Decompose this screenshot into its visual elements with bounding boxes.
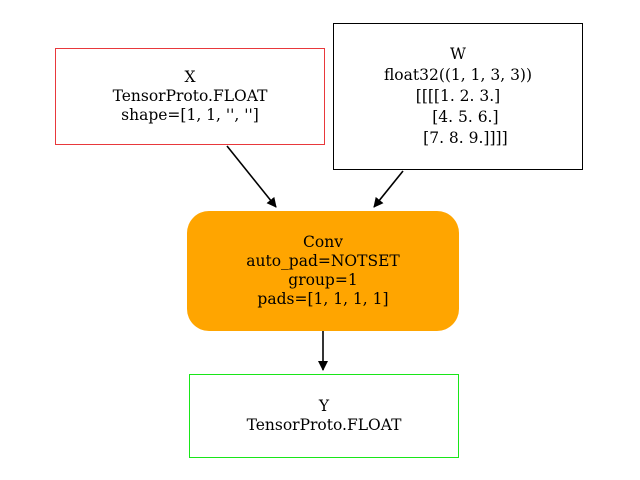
node-conv-group: group=1 <box>288 271 358 289</box>
node-conv-auto-pad: auto_pad=NOTSET <box>246 252 400 270</box>
node-x-type: TensorProto.FLOAT <box>112 87 268 105</box>
operator-node-conv: Conv auto_pad=NOTSET group=1 pads=[1, 1,… <box>187 211 459 331</box>
node-w-value-row-3: [7. 8. 9.]]]] <box>408 129 508 147</box>
node-conv-op: Conv <box>303 233 343 251</box>
node-y-type: TensorProto.FLOAT <box>246 416 402 434</box>
node-w-type: float32((1, 1, 3, 3)) <box>383 66 533 84</box>
node-conv-pads: pads=[1, 1, 1, 1] <box>257 290 389 308</box>
edge-x-to-conv <box>226 145 277 208</box>
node-x-shape: shape=[1, 1, '', ''] <box>121 106 259 124</box>
node-y-name: Y <box>318 397 330 415</box>
node-w-value-row-1: [[[[1. 2. 3.] <box>415 87 501 105</box>
output-node-y: Y TensorProto.FLOAT <box>189 374 459 458</box>
node-w-value-row-2: [4. 5. 6.] <box>417 108 499 126</box>
input-node-x: X TensorProto.FLOAT shape=[1, 1, '', ''] <box>55 48 325 145</box>
initializer-node-w: W float32((1, 1, 3, 3)) [[[[1. 2. 3.] [4… <box>333 23 583 170</box>
node-w-name: W <box>450 45 466 63</box>
edge-w-to-conv <box>373 170 404 208</box>
node-x-name: X <box>184 68 196 86</box>
